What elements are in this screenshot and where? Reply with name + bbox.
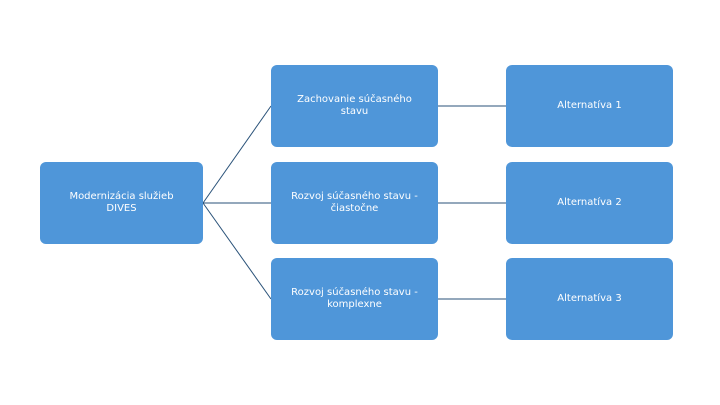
branch-node-3: Rozvoj súčasného stavu - komplexne (271, 258, 438, 340)
branch-node-1-label: Zachovanie súčasného stavu (297, 93, 412, 118)
alternative-node-2: Alternatíva 2 (506, 162, 673, 244)
root-node-label: Modernizácia služieb DIVES (69, 190, 174, 215)
alternative-node-3: Alternatíva 3 (506, 258, 673, 340)
alternative-node-3-label: Alternatíva 3 (557, 292, 622, 304)
branch-node-1: Zachovanie súčasného stavu (271, 65, 438, 147)
alternative-node-2-label: Alternatíva 2 (557, 196, 622, 208)
branch-node-2: Rozvoj súčasného stavu - čiastočne (271, 162, 438, 244)
branch-node-2-label: Rozvoj súčasného stavu - čiastočne (291, 190, 418, 215)
root-node: Modernizácia služieb DIVES (40, 162, 203, 244)
connector-root-branch-3 (202, 202, 272, 300)
alternative-node-1-label: Alternatíva 1 (557, 99, 622, 111)
connector-root-branch-1 (202, 105, 272, 204)
alternative-node-1: Alternatíva 1 (506, 65, 673, 147)
branch-node-3-label: Rozvoj súčasného stavu - komplexne (291, 286, 418, 311)
